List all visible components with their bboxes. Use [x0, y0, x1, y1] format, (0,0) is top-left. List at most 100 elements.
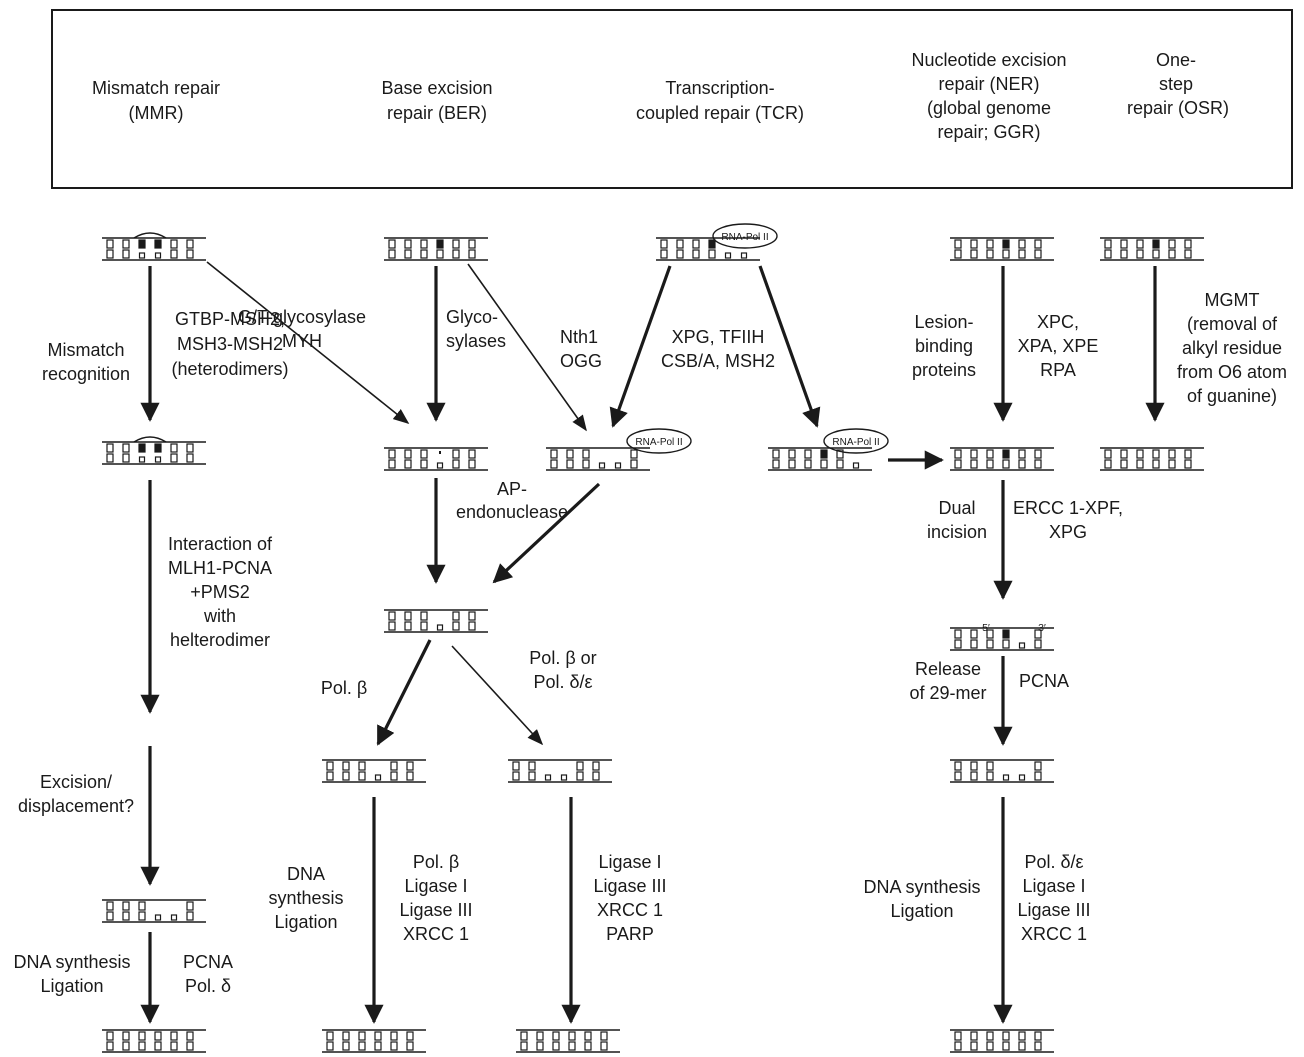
label-pol-beta: Pol. β — [321, 678, 367, 698]
label-ap-endonuclease-1: AP- — [497, 479, 527, 499]
label-dual-incision: Dual incision — [927, 498, 987, 542]
label-mismatch-recognition-2: recognition — [42, 364, 130, 384]
dna-mmr-4 — [102, 900, 206, 922]
arrow-tcr-left — [613, 266, 670, 426]
arrow-tcr-right — [760, 266, 817, 426]
label-interaction-2: MLH1-PCNA — [168, 558, 272, 578]
label-glycosylases: Glyco- sylases — [446, 307, 506, 351]
label-glycosylases-2: sylases — [446, 331, 506, 351]
label-release-2: of 29-mer — [909, 683, 986, 703]
rna-pol-mid-right: RNA-Pol II — [824, 429, 888, 453]
dna-ner-2 — [950, 448, 1054, 470]
label-gtbp-3: (heterodimers) — [171, 359, 288, 379]
header-ner: Nucleotide excision repair (NER) (global… — [911, 50, 1066, 142]
ner-five-prime-label: 5′ — [982, 622, 990, 634]
dna-tcr-2-left — [546, 448, 650, 470]
ner-three-prime-label: 3′ — [1038, 622, 1046, 634]
label-ner-enzymes: Pol. δ/ε Ligase I Ligase III XRCC 1 — [1017, 852, 1090, 944]
header-osr-line-1: One- — [1156, 50, 1196, 70]
dna-ber-2 — [384, 448, 488, 470]
label-ner-synthesis: DNA synthesis Ligation — [863, 877, 980, 921]
label-excision-1: Excision/ — [40, 772, 112, 792]
label-ercc: ERCC 1-XPF, XPG — [1013, 498, 1123, 542]
label-glycosylases-1: Glyco- — [446, 307, 498, 327]
label-mmr-pcna: PCNA Pol. δ — [183, 952, 233, 996]
label-lesion-binding-1: Lesion- — [914, 312, 973, 332]
label-ber-left-enzyme-2: Ligase I — [404, 876, 467, 896]
label-mgmt-1: MGMT — [1205, 290, 1260, 310]
label-ercc-2: XPG — [1049, 522, 1087, 542]
label-interaction-1: Interaction of — [168, 534, 273, 554]
label-xpc-2: XPA, XPE — [1018, 336, 1099, 356]
label-ber-right-enzyme-4: PARP — [606, 924, 654, 944]
label-lesion-binding-2: binding — [915, 336, 973, 356]
dna-ber-3 — [384, 610, 488, 632]
header-ner-line-1: Nucleotide excision — [911, 50, 1066, 70]
header-mmr-line-2: (MMR) — [129, 103, 184, 123]
label-ber-synthesis-3: Ligation — [274, 912, 337, 932]
label-ner-synthesis-1: DNA synthesis — [863, 877, 980, 897]
label-pol-beta-or-2: Pol. δ/ε — [533, 672, 592, 692]
label-ner-enzyme-4: XRCC 1 — [1021, 924, 1087, 944]
header-osr-line-3: repair (OSR) — [1127, 98, 1229, 118]
label-mgmt-3: alkyl residue — [1182, 338, 1282, 358]
dna-mmr-final — [102, 1030, 206, 1052]
label-mgmt-4: from O6 atom — [1177, 362, 1287, 382]
label-ner-pcna: PCNA — [1019, 671, 1069, 691]
dna-mmr-top — [102, 233, 206, 260]
label-gt-glycosylase-2: MYH — [282, 331, 322, 351]
dna-ner-top — [950, 238, 1054, 260]
header-osr-line-2: step — [1159, 74, 1193, 94]
label-ber-left-enzyme-4: XRCC 1 — [403, 924, 469, 944]
header-ber: Base excision repair (BER) — [381, 78, 492, 123]
header-tcr-line-1: Transcription- — [665, 78, 774, 98]
dna-ber-4-left — [322, 760, 426, 782]
label-lesion-binding-3: proteins — [912, 360, 976, 380]
label-mmr-pcna-1: PCNA — [183, 952, 233, 972]
label-ercc-1: ERCC 1-XPF, — [1013, 498, 1123, 518]
label-interaction-4: with — [203, 606, 236, 626]
label-xpc: XPC, XPA, XPE RPA — [1018, 312, 1099, 380]
label-pol-beta-or: Pol. β or Pol. δ/ε — [529, 648, 596, 692]
label-interaction-3: +PMS2 — [190, 582, 250, 602]
label-mismatch-recognition-1: Mismatch — [47, 340, 124, 360]
label-mgmt-5: of guanine) — [1187, 386, 1277, 406]
dna-ner-final — [950, 1030, 1054, 1052]
dna-ber-top — [384, 238, 488, 260]
label-ber-left-enzyme-1: Pol. β — [413, 852, 459, 872]
pathway-header-box — [52, 10, 1292, 188]
label-xpg-tfiih: XPG, TFIIH CSB/A, MSH2 — [661, 327, 775, 371]
label-excision: Excision/ displacement? — [18, 772, 134, 816]
dna-ber-4-right — [508, 760, 612, 782]
label-ner-synthesis-2: Ligation — [890, 901, 953, 921]
label-ner-enzyme-1: Pol. δ/ε — [1024, 852, 1083, 872]
label-dual-incision-2: incision — [927, 522, 987, 542]
label-gt-glycosylase-1: G/T-glycosylase — [238, 307, 366, 327]
label-xpg-tfiih-1: XPG, TFIIH — [672, 327, 765, 347]
arrow-ber-pol-beta — [378, 640, 430, 744]
label-ber-right-enzymes: Ligase I Ligase III XRCC 1 PARP — [593, 852, 666, 944]
dna-osr-top — [1100, 238, 1204, 260]
header-ber-line-2: repair (BER) — [387, 103, 487, 123]
label-gtbp-2: MSH3-MSH2 — [177, 334, 283, 354]
label-ber-synthesis-1: DNA — [287, 864, 325, 884]
rna-pol-top-label: RNA-Pol II — [721, 232, 768, 243]
label-dual-incision-1: Dual — [938, 498, 975, 518]
label-ber-synthesis: DNA synthesis Ligation — [268, 864, 343, 932]
rna-pol-top: RNA-Pol II — [713, 224, 777, 248]
label-ner-enzyme-3: Ligase III — [1017, 900, 1090, 920]
header-tcr: Transcription- coupled repair (TCR) — [636, 78, 804, 123]
label-mmr-synthesis-1: DNA synthesis — [13, 952, 130, 972]
dna-ber-left-final — [322, 1030, 426, 1052]
label-ap-endonuclease-2: endonuclease — [456, 502, 568, 522]
label-ber-left-enzymes: Pol. β Ligase I Ligase III XRCC 1 — [399, 852, 472, 944]
rna-pol-mid-left: RNA-Pol II — [627, 429, 691, 453]
label-xpc-3: RPA — [1040, 360, 1076, 380]
label-mmr-pcna-2: Pol. δ — [185, 976, 231, 996]
dna-ner-4 — [950, 760, 1054, 782]
dna-ber-right-final — [516, 1030, 620, 1052]
label-xpc-1: XPC, — [1037, 312, 1079, 332]
dna-osr-2 — [1100, 448, 1204, 470]
label-nth1: Nth1 OGG — [560, 327, 602, 371]
